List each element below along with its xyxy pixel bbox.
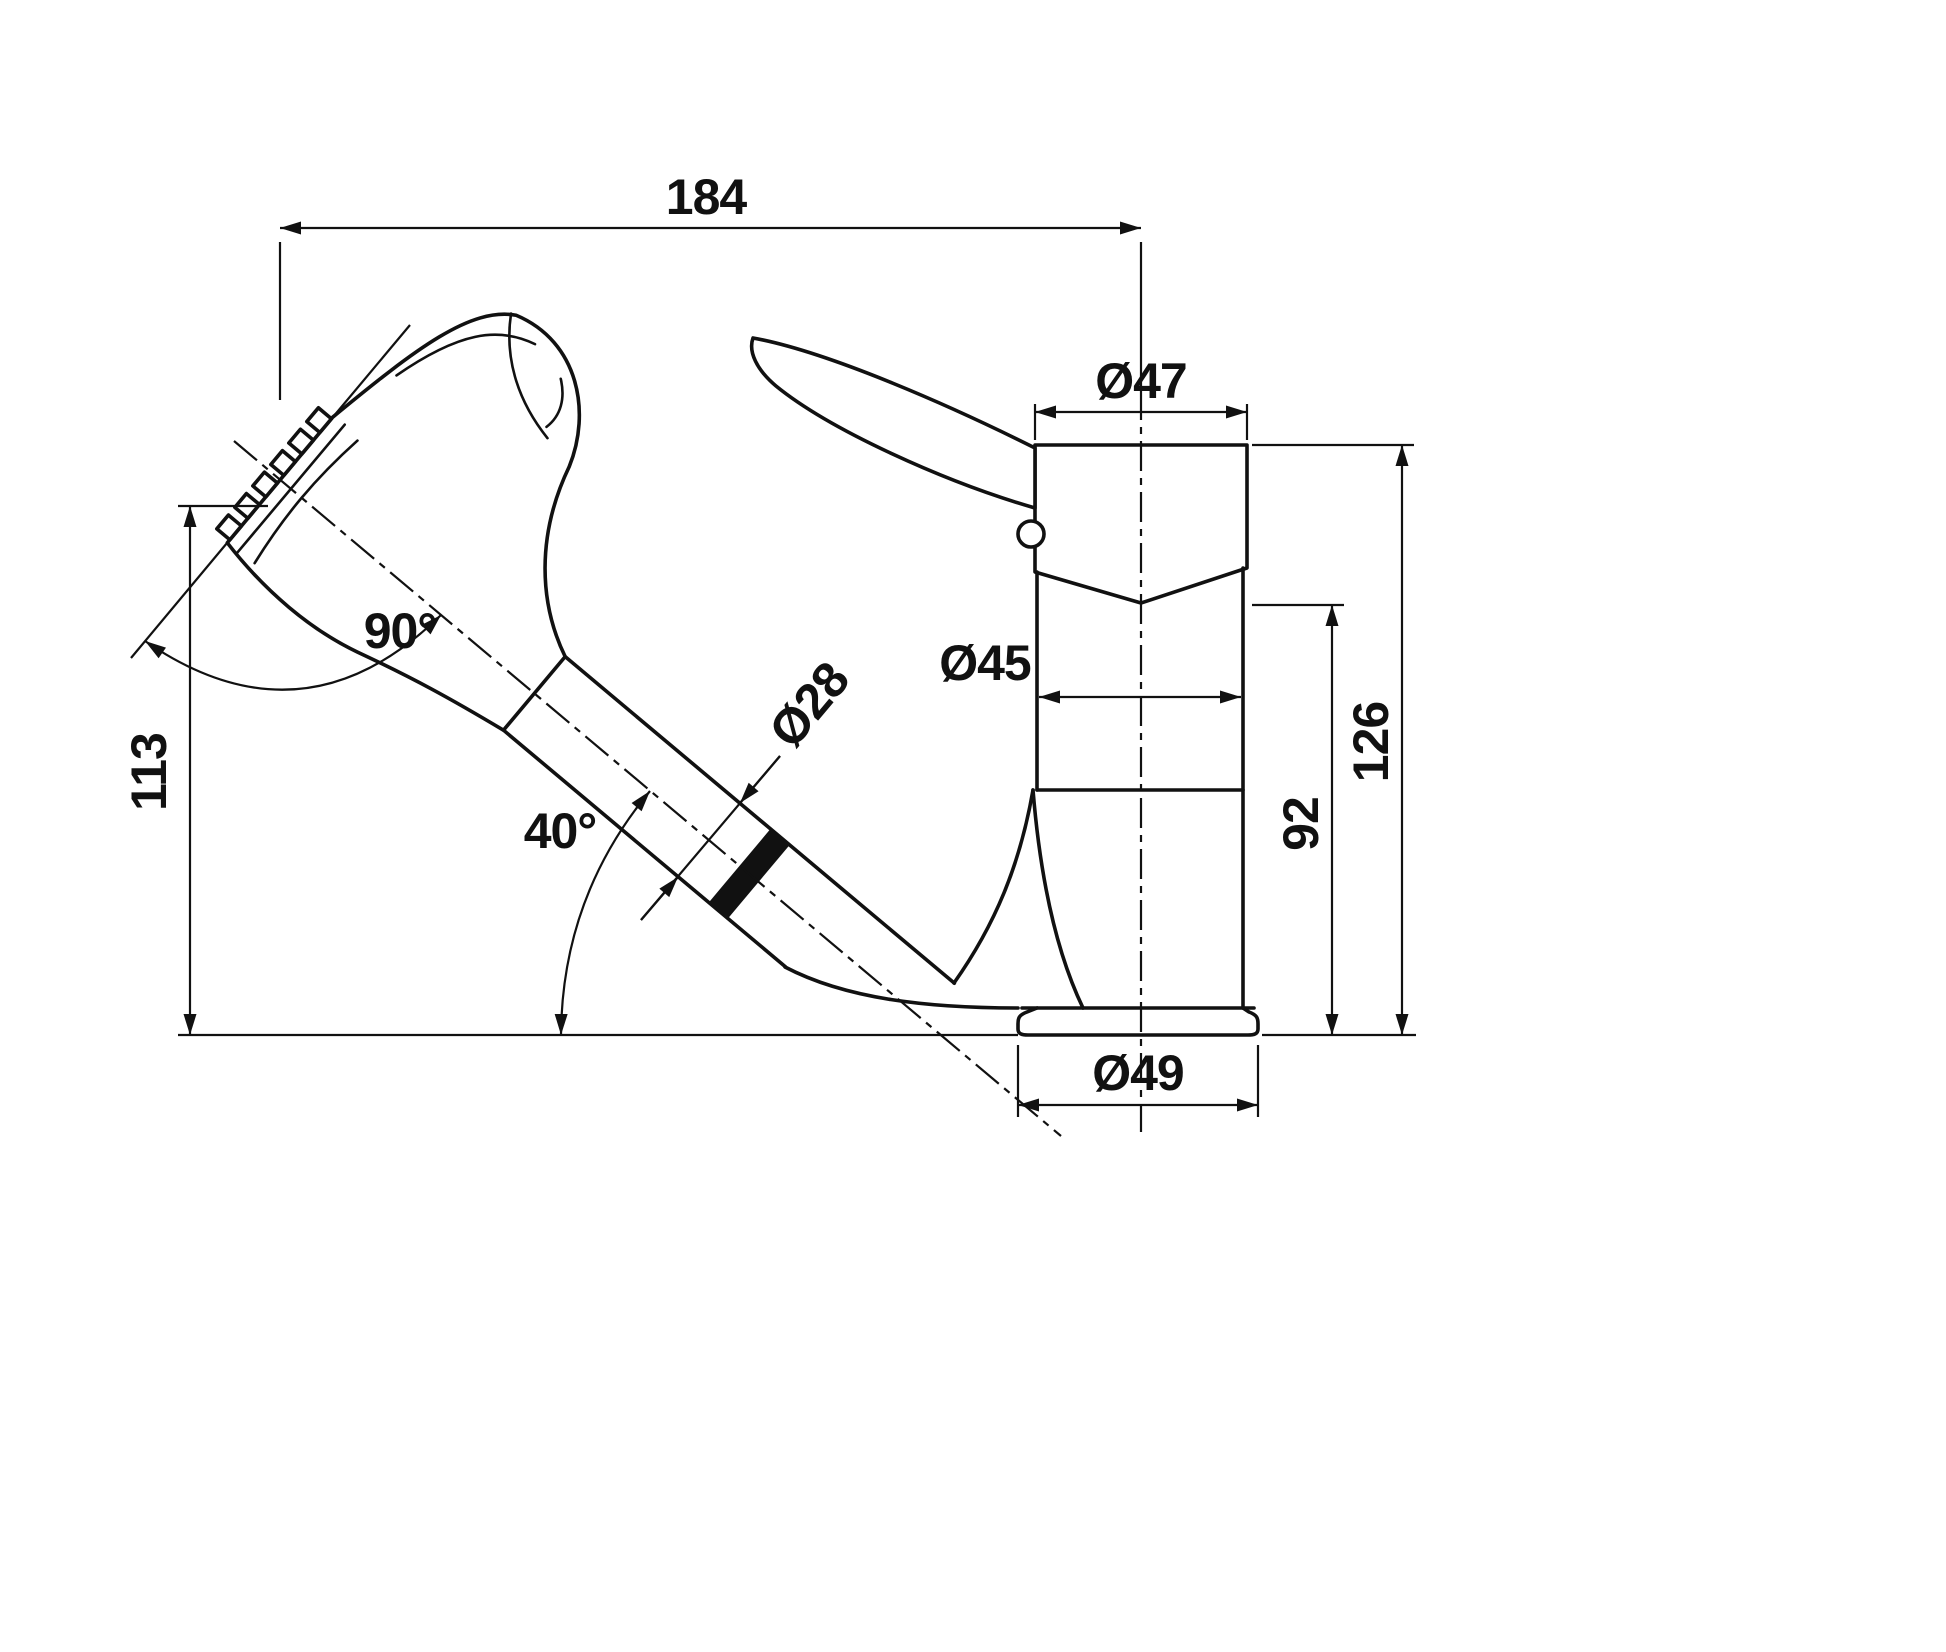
lever-handle xyxy=(749,336,1037,510)
spout-centerline xyxy=(233,440,1062,1137)
dim-head-diameter: Ø47 xyxy=(1033,353,1249,440)
dim-body-height: 92 xyxy=(1252,603,1416,1037)
faucet-body xyxy=(749,336,1260,1037)
dim-spray-height-label: 113 xyxy=(121,733,177,811)
dim-body-diameter-label: Ø45 xyxy=(939,635,1031,691)
spray-face-nozzles xyxy=(215,405,334,542)
dim-spout-angle: 40° xyxy=(524,790,651,1036)
lever-pivot-pin xyxy=(1016,519,1046,549)
spray-toggle-button xyxy=(395,312,564,440)
dim-base-diameter-label: Ø49 xyxy=(1092,1045,1184,1101)
dim-spray-height: 113 xyxy=(121,504,1018,1037)
dim-spout-diameter-label: Ø28 xyxy=(758,652,860,758)
dim-face-angle: 90° xyxy=(130,324,442,691)
spout-body-junction xyxy=(783,788,1085,1010)
dim-total-reach-label: 184 xyxy=(666,169,748,225)
spout-upper-edge xyxy=(563,654,957,985)
dim-body-height-label: 92 xyxy=(1273,797,1329,851)
cartridge-cap xyxy=(1033,443,1249,605)
dim-spout-angle-label: 40° xyxy=(524,803,597,859)
dim-total-reach: 184 xyxy=(278,169,1143,400)
base-flange xyxy=(1016,1006,1260,1037)
dim-body-diameter: Ø45 xyxy=(939,635,1241,704)
dim-face-angle-label: 90° xyxy=(364,603,437,659)
dim-head-diameter-label: Ø47 xyxy=(1095,353,1187,409)
dim-total-height: 126 xyxy=(1252,443,1414,1035)
dim-total-height-label: 126 xyxy=(1343,702,1399,782)
dim-base-diameter: Ø49 xyxy=(1016,1045,1260,1117)
